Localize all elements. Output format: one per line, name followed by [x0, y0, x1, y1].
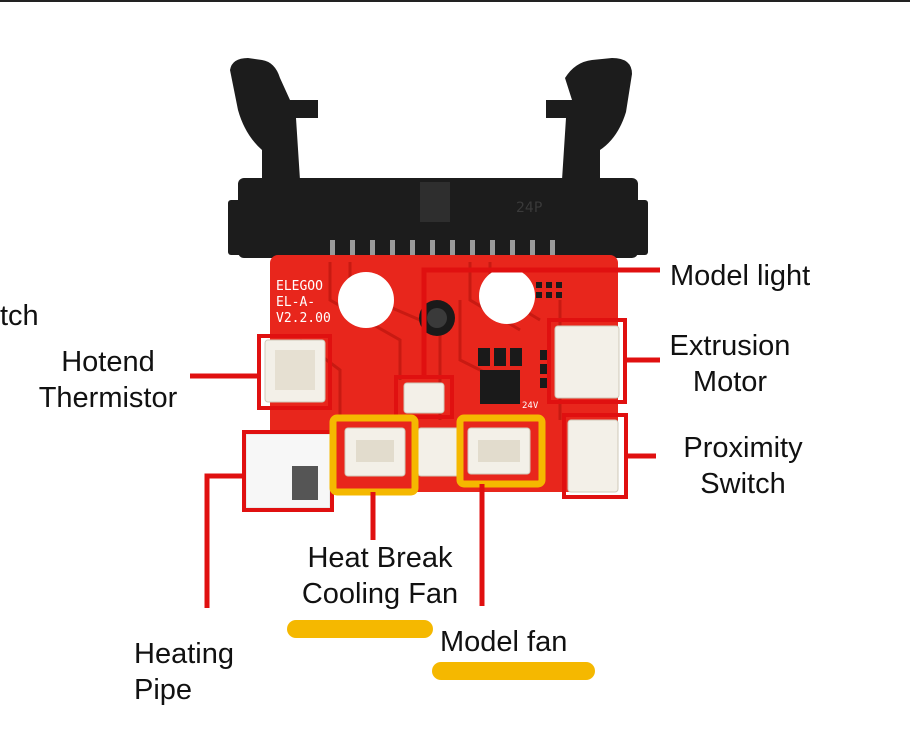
- extrusion-motor-label: Extrusion Motor: [662, 328, 798, 400]
- yellow-underlines: [287, 620, 595, 680]
- ic-chip: [480, 370, 520, 404]
- silk-brand: ELEGOO: [276, 279, 323, 294]
- heating-pipe-line1: Heating: [134, 638, 234, 670]
- silk-version: V2.2.00: [276, 311, 331, 326]
- hotend-thermistor-label: Hotend Thermistor: [32, 344, 184, 416]
- model-light-label: Model light: [670, 260, 811, 292]
- idc-connector: [228, 58, 648, 258]
- smd-parts: [478, 282, 562, 388]
- heat-break-fan-line1: Heat Break: [307, 542, 453, 574]
- extrusion-motor-line2: Motor: [692, 366, 768, 398]
- proximity-switch-line1: Proximity: [683, 432, 803, 464]
- mounting-hole-right: [479, 268, 535, 324]
- connector-marking: 24P: [516, 200, 542, 216]
- silk-model: EL-A-: [276, 295, 315, 310]
- leader-lines: [190, 267, 660, 608]
- jst-connectors: [245, 325, 620, 509]
- heat-break-fan-label: Heat Break Cooling Fan: [290, 540, 470, 612]
- header-pins: [330, 240, 555, 260]
- top-border: [0, 0, 910, 2]
- extrusion-motor-line1: Extrusion: [669, 330, 791, 362]
- model-fan-label: Model fan: [440, 626, 568, 658]
- heating-pipe-line2: Pipe: [134, 674, 193, 706]
- heating-pipe-label: Heating Pipe: [134, 636, 234, 708]
- silk-voltage: 24V: [522, 401, 539, 411]
- heat-break-fan-line2: Cooling Fan: [301, 578, 459, 610]
- proximity-switch-label: Proximity Switch: [672, 430, 814, 502]
- hotend-thermistor-line1: Hotend: [61, 346, 155, 378]
- partial-left-label: tch: [0, 300, 39, 332]
- hotend-thermistor-line2: Thermistor: [38, 382, 178, 414]
- proximity-switch-line2: Switch: [700, 468, 786, 500]
- mounting-hole-left: [338, 272, 394, 328]
